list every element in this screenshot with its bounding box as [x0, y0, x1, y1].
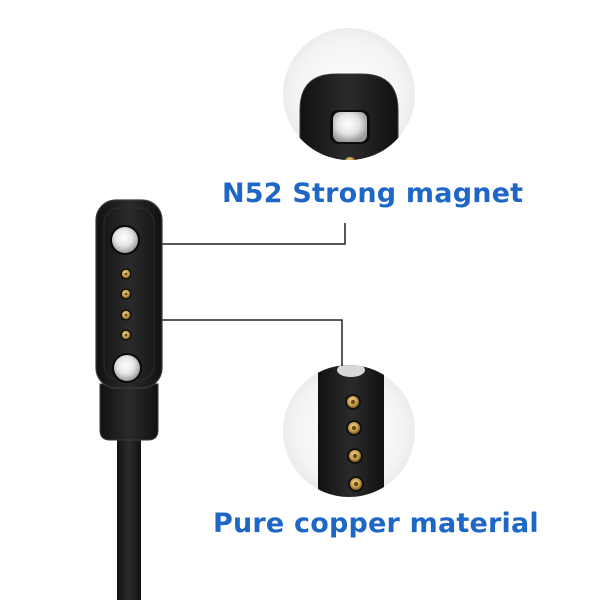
zoom-pin-2 — [346, 420, 362, 436]
connector-neck — [99, 383, 159, 441]
magnet-zoom-circle — [283, 28, 415, 160]
magnet-bottom — [112, 353, 142, 383]
zoom-pin-3 — [347, 448, 363, 464]
magnet-leader-line — [137, 223, 346, 245]
pin-2 — [120, 288, 132, 300]
zoom-pin-4 — [348, 476, 364, 492]
magnet-callout-label: N52 Strong magnet — [222, 178, 524, 209]
magnetic-connector-head — [95, 199, 163, 389]
copper-pins-zoom-circle — [283, 365, 415, 497]
pin-4 — [120, 329, 132, 341]
pin-3 — [120, 309, 132, 321]
pin-1 — [120, 268, 132, 280]
copper-leader-line — [126, 319, 343, 366]
zoom-pin-1 — [345, 394, 361, 410]
cable — [117, 440, 141, 600]
copper-callout-label: Pure copper material — [213, 508, 539, 539]
magnet-top — [110, 225, 140, 255]
